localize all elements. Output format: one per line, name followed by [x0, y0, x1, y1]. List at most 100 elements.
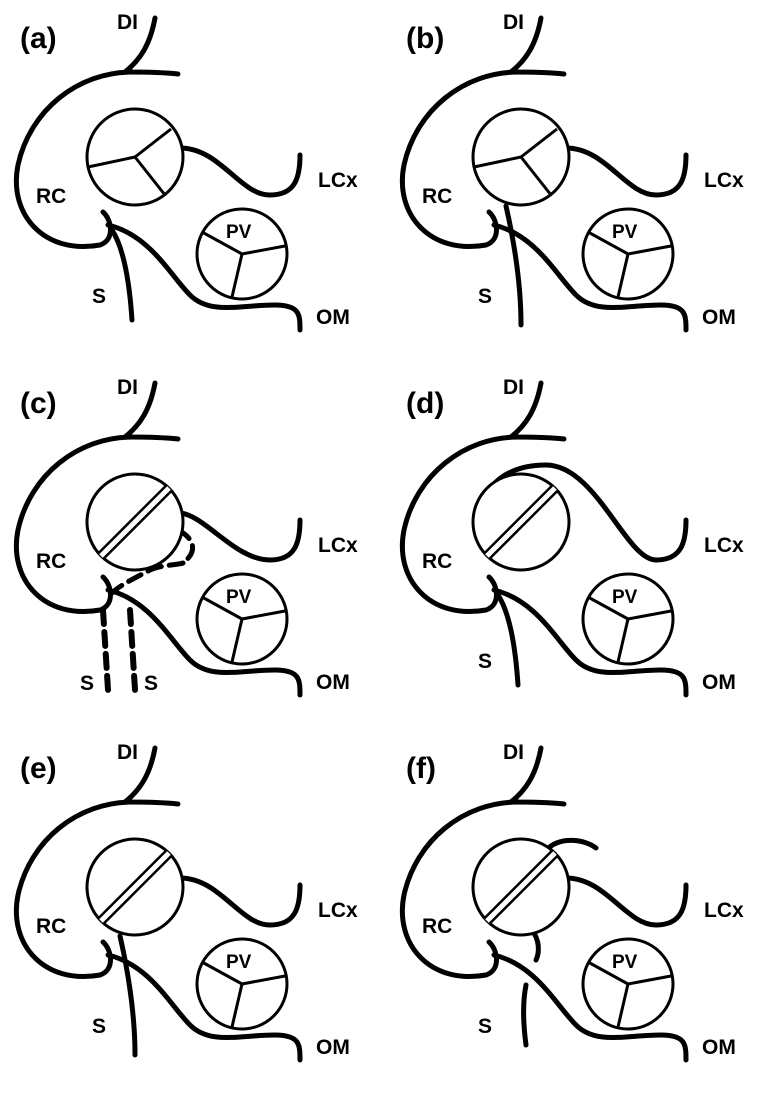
di-label: DI	[503, 741, 524, 764]
panel-e-drawing	[14, 745, 303, 1063]
rc-label: RC	[422, 550, 453, 573]
panel-label: (f)	[406, 752, 436, 785]
pv-label: PV	[226, 222, 252, 243]
rc-artery	[400, 69, 521, 249]
pv-cusp-line-1	[627, 974, 672, 986]
rc-label: RC	[422, 185, 453, 208]
rc-artery	[400, 799, 521, 979]
om-label: OM	[702, 671, 736, 694]
pv-cusp-line-3	[201, 595, 243, 621]
s2-label: S	[144, 672, 159, 695]
lcx-label: LCx	[318, 534, 358, 557]
pv-cusp-line-2	[230, 983, 244, 1028]
pv-cusp-line-1	[241, 609, 286, 621]
s-artery	[521, 982, 529, 1048]
pv-cusp-line-2	[616, 983, 630, 1028]
di-label: DI	[117, 376, 138, 399]
lcx-label: LCx	[704, 169, 744, 192]
aortic-cusp-line-2	[473, 155, 522, 169]
s-label: S	[92, 1015, 107, 1038]
lcx-label: LCx	[318, 169, 358, 192]
lcx-reimplanted	[109, 560, 186, 596]
aortic-bicuspid-gap	[99, 486, 171, 558]
s-branch-2	[127, 607, 138, 693]
aortic-bicuspid-gap	[485, 486, 557, 558]
om-label: OM	[702, 1036, 736, 1059]
lcx-artery	[177, 145, 303, 198]
lcx-label: LCx	[704, 534, 744, 557]
panel-label: (c)	[20, 387, 57, 420]
pv-cusp-line-3	[587, 230, 629, 256]
om-label: OM	[316, 1036, 350, 1059]
rc-label: RC	[422, 915, 453, 938]
aortic-bicuspid-gap	[485, 851, 557, 923]
rc-artery	[14, 799, 135, 979]
s-artery	[503, 203, 524, 328]
pv-cusp-line-1	[627, 609, 672, 621]
pv-cusp-line-1	[241, 244, 286, 256]
pv-label: PV	[226, 587, 252, 608]
rc-label: RC	[36, 185, 67, 208]
rc-label: RC	[36, 550, 67, 573]
rc-artery	[400, 434, 521, 614]
pv-label: PV	[612, 952, 638, 973]
s-branch-1	[100, 607, 111, 693]
lcx-artery	[563, 145, 689, 198]
panel-label: (d)	[406, 387, 445, 420]
pv-cusp-line-3	[201, 960, 243, 986]
lcx-artery	[177, 875, 303, 928]
om-artery	[491, 952, 689, 1063]
lcx-label: LCx	[704, 899, 744, 922]
pv-cusp-line-2	[616, 618, 630, 663]
rc-artery	[14, 69, 135, 249]
s-label: S	[80, 672, 95, 695]
om-artery	[105, 222, 303, 333]
s-label: S	[478, 1015, 493, 1038]
om-label: OM	[316, 306, 350, 329]
di-label: DI	[503, 376, 524, 399]
pv-cusp-line-1	[241, 974, 286, 986]
pv-cusp-line-2	[230, 253, 244, 298]
om-artery	[491, 587, 689, 698]
panel-a-drawing	[14, 15, 303, 333]
panel-b-drawing	[400, 15, 689, 333]
panel-f-drawing	[400, 745, 689, 1063]
di-label: DI	[117, 11, 138, 34]
pv-cusp-line-1	[627, 244, 672, 256]
aortic-cusp-line-3	[519, 156, 553, 196]
pv-label: PV	[612, 587, 638, 608]
om-artery	[105, 952, 303, 1063]
s-label: S	[478, 650, 493, 673]
lcx-artery	[485, 462, 689, 563]
di-label: DI	[503, 11, 524, 34]
panel-label: (b)	[406, 22, 445, 55]
panel-c-drawing	[14, 380, 303, 698]
pv-label: PV	[226, 952, 252, 973]
panel-label: (a)	[20, 22, 57, 55]
aortic-cusp-line-1	[520, 127, 558, 159]
s-stump	[531, 930, 541, 963]
om-artery	[105, 587, 303, 698]
s-artery	[495, 592, 521, 688]
lcx-artery	[177, 510, 303, 563]
aortic-cusp-line-2	[87, 155, 136, 169]
di-label: DI	[117, 741, 138, 764]
om-artery	[491, 222, 689, 333]
aortic-cusp-line-1	[134, 127, 172, 159]
pv-cusp-line-2	[230, 618, 244, 663]
s-artery	[117, 933, 138, 1058]
rc-artery	[14, 434, 135, 614]
s-label: S	[478, 285, 493, 308]
pv-cusp-line-3	[587, 595, 629, 621]
panel-d-drawing	[400, 380, 689, 698]
pv-cusp-line-3	[201, 230, 243, 256]
om-label: OM	[316, 671, 350, 694]
panel-label: (e)	[20, 752, 57, 785]
